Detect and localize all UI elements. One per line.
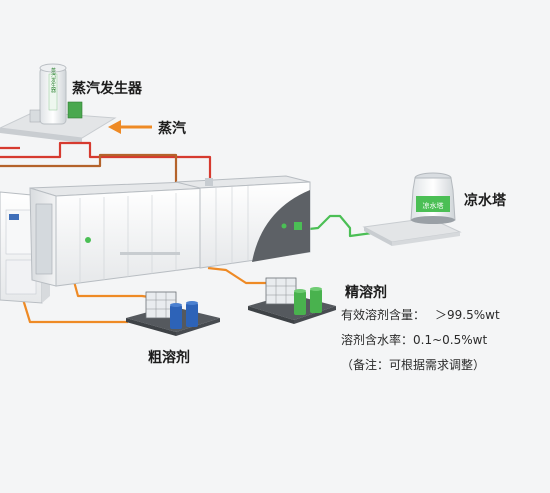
- generator-sign: 蒸汽发生器: [50, 67, 56, 94]
- crude-solvent-pallet: [126, 291, 220, 336]
- crude-solvent-label: 粗溶剂: [148, 350, 190, 366]
- orange-pipe-left: [20, 295, 128, 324]
- green-pipe: [299, 214, 373, 238]
- water-content-value: 0.1~0.5%wt: [413, 333, 488, 347]
- distillation-unit: [175, 175, 311, 269]
- fine-solvent-label: 精溶剂: [345, 285, 387, 301]
- steam-arrow-icon: [108, 120, 152, 134]
- steam-generator-label: 蒸汽发生器: [72, 81, 142, 97]
- tower-sign: 凉水塔: [423, 201, 444, 210]
- solvent-content-value: ＞99.5%wt: [435, 308, 500, 322]
- cooling-tower-unit: 凉水塔: [362, 172, 462, 246]
- steam-label: 蒸汽: [158, 121, 186, 137]
- spec-note: （备注：可根据需求调整）: [341, 358, 486, 372]
- main-unit: [29, 181, 211, 287]
- water-content-label: 溶剂含水率：: [341, 333, 414, 347]
- steam-pipe: [0, 141, 212, 186]
- brown-pipe: [0, 153, 178, 183]
- cooling-tower-label: 凉水塔: [464, 193, 506, 209]
- steam-generator-unit: 蒸汽发生器: [0, 63, 117, 143]
- water-content-spec: 溶剂含水率：0.1~0.5%wt: [341, 331, 487, 348]
- solvent-content-spec: 有效溶剂含量： ＞99.5%wt: [341, 306, 500, 323]
- fine-solvent-pallet: [248, 277, 336, 324]
- solvent-content-label: 有效溶剂含量：: [341, 308, 426, 322]
